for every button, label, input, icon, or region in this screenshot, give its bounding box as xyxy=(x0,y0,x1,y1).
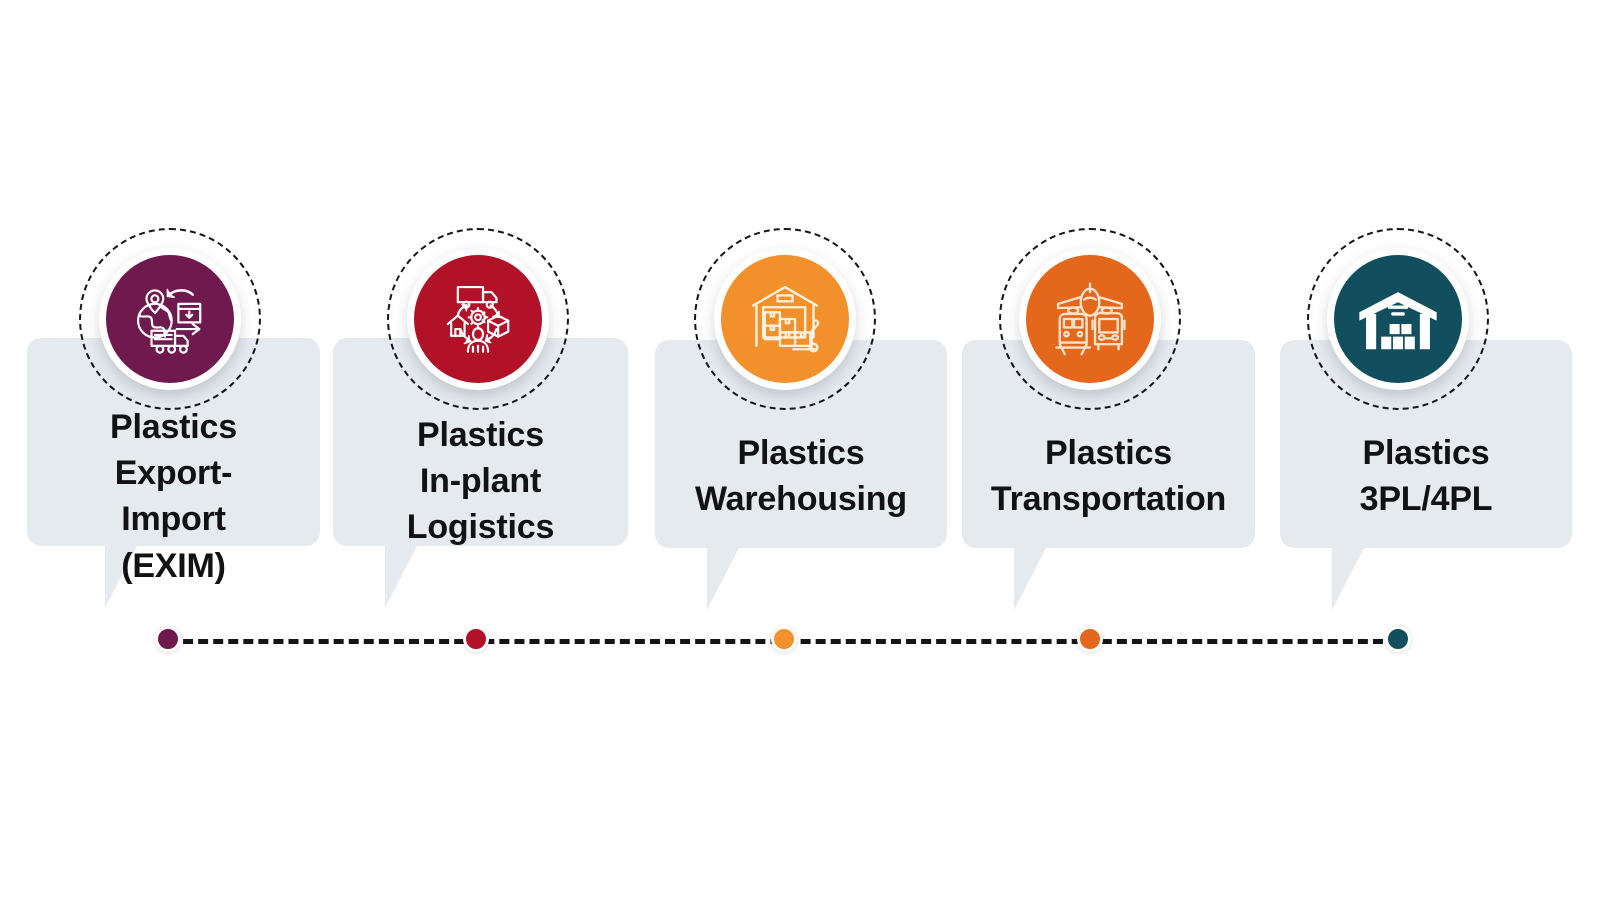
dashed-ring-decoration xyxy=(387,228,569,410)
timeline-dot-plastics-warehousing[interactable] xyxy=(771,626,797,652)
step-label-plastics-3pl-4pl: Plastics 3PL/4PL xyxy=(1359,434,1493,519)
warehouse-pallet-handtruck-icon xyxy=(743,277,827,361)
step-medallion-plastics-warehousing[interactable] xyxy=(694,228,876,410)
step-medallion-plastics-exim[interactable] xyxy=(79,228,261,410)
dashed-ring-decoration xyxy=(1307,228,1489,410)
timeline-dot-plastics-transportation[interactable] xyxy=(1077,626,1103,652)
timeline-dot-plastics-in-plant-logistics[interactable] xyxy=(463,626,489,652)
step-label-plastics-transportation: Plastics Transportation xyxy=(990,434,1227,519)
dashed-ring-decoration xyxy=(999,228,1181,410)
dashed-ring-decoration xyxy=(79,228,261,410)
step-medallion-plastics-in-plant-logistics[interactable] xyxy=(387,228,569,410)
timeline-dot-plastics-exim[interactable] xyxy=(155,626,181,652)
bubble-tail xyxy=(385,546,447,608)
warehouse-building-icon xyxy=(1356,277,1440,361)
medallion-color-disc xyxy=(1334,255,1462,383)
globe-location-box-truck-icon xyxy=(128,277,212,361)
medallion-color-disc xyxy=(414,255,542,383)
plane-train-bus-icon xyxy=(1048,277,1132,361)
progress-timeline xyxy=(0,612,1600,672)
medallion-color-disc xyxy=(106,255,234,383)
bubble-tail xyxy=(1014,548,1076,610)
step-medallion-plastics-3pl-4pl[interactable] xyxy=(1307,228,1489,410)
bubble-tail xyxy=(105,546,167,608)
timeline-dot-plastics-3pl-4pl[interactable] xyxy=(1385,626,1411,652)
bubble-tail xyxy=(707,548,769,610)
step-label-plastics-exim: Plastics Export- Import (EXIM) xyxy=(110,408,237,585)
truck-gear-cycle-icon xyxy=(436,277,520,361)
medallion-color-disc xyxy=(721,255,849,383)
dashed-ring-decoration xyxy=(694,228,876,410)
medallion-color-disc xyxy=(1026,255,1154,383)
bubble-tail xyxy=(1332,548,1394,610)
step-medallion-plastics-transportation[interactable] xyxy=(999,228,1181,410)
step-label-plastics-in-plant-logistics: Plastics In-plant Logistics xyxy=(406,416,555,547)
step-label-plastics-warehousing: Plastics Warehousing xyxy=(695,434,907,519)
